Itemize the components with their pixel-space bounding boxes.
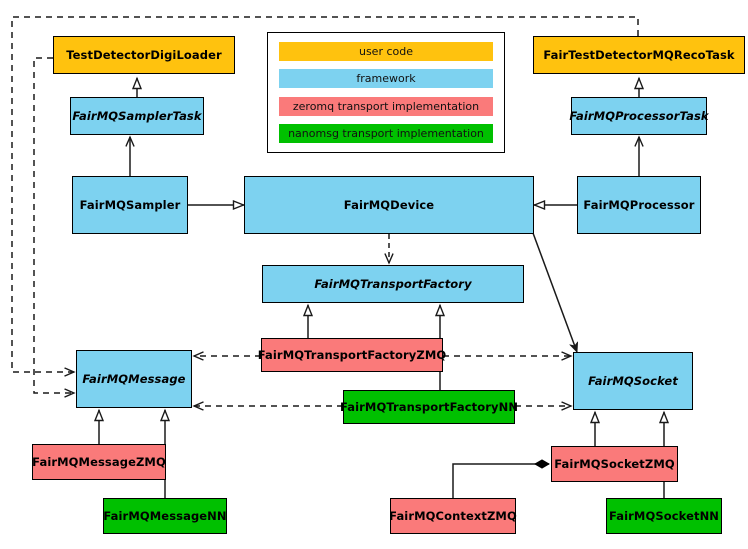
- legend-item-user-code: user code: [279, 42, 493, 61]
- class-box-fairmq-socket-nn[interactable]: FairMQSocketNN: [606, 498, 722, 534]
- legend: user code framework zeromq transport imp…: [267, 32, 505, 153]
- class-box-fairmq-device[interactable]: FairMQDevice: [244, 176, 534, 234]
- class-box-fairmq-message-nn[interactable]: FairMQMessageNN: [103, 498, 227, 534]
- class-box-fairmq-transport-factory[interactable]: FairMQTransportFactory: [262, 265, 524, 303]
- edge-digiloader-to-message: [33, 57, 74, 393]
- class-box-fairmq-transport-factory-nn[interactable]: FairMQTransportFactoryNN: [340, 390, 518, 424]
- class-box-fairmq-transport-factory-zmq[interactable]: FairMQTransportFactoryZMQ: [258, 338, 446, 372]
- class-box-test-detector-digi-loader[interactable]: TestDetectorDigiLoader: [53, 36, 235, 74]
- legend-label-nanomsg: nanomsg transport implementation: [288, 126, 484, 140]
- class-box-fairmq-socket[interactable]: FairMQSocket: [573, 352, 693, 410]
- class-box-fairmq-message-zmq[interactable]: FairMQMessageZMQ: [32, 444, 166, 480]
- legend-label-framework: framework: [356, 72, 416, 86]
- legend-label-zeromq: zeromq transport implementation: [292, 99, 480, 113]
- legend-label-user-code: user code: [358, 45, 414, 58]
- legend-item-zeromq: zeromq transport implementation: [279, 96, 493, 116]
- class-box-fairmq-processor[interactable]: FairMQProcessor: [577, 176, 701, 234]
- class-box-fairmq-context-zmq[interactable]: FairMQContextZMQ: [389, 498, 517, 534]
- legend-item-nanomsg: nanomsg transport implementation: [279, 123, 493, 143]
- edge-device-to-socket: [532, 232, 577, 352]
- class-box-fairmq-socket-zmq[interactable]: FairMQSocketZMQ: [551, 446, 678, 482]
- legend-item-framework: framework: [279, 69, 493, 89]
- class-box-fairmq-message[interactable]: FairMQMessage: [76, 350, 192, 408]
- class-box-fair-test-detector-mq-reco-task[interactable]: FairTestDetectorMQRecoTask: [533, 36, 745, 74]
- class-box-fairmq-sampler[interactable]: FairMQSampler: [72, 176, 188, 234]
- class-box-fairmq-sampler-task[interactable]: FairMQSamplerTask: [70, 97, 204, 135]
- edge-socketzmq-to-contextzmq: [452, 459, 551, 498]
- class-box-fairmq-processor-task[interactable]: FairMQProcessorTask: [569, 97, 709, 135]
